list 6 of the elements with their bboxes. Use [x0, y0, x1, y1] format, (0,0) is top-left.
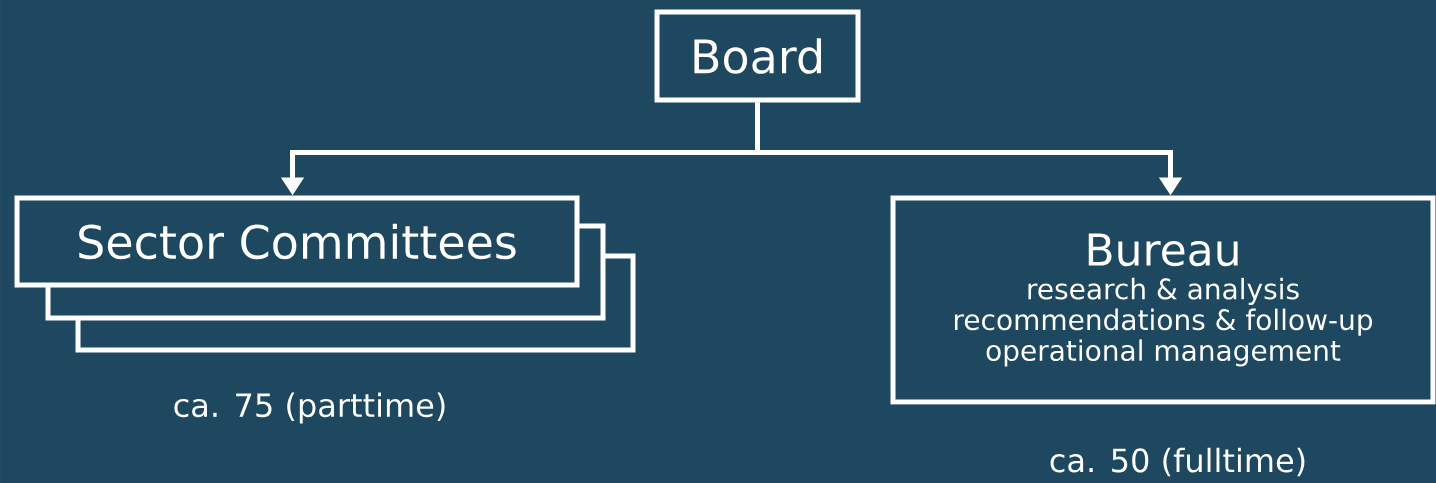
stacked-box: Sector Committees: [14, 195, 636, 353]
box: Board: [654, 9, 861, 103]
node-label: Sector Committees: [79, 223, 516, 260]
caption-text: ca. 75 (parttime): [174, 392, 445, 424]
box: Bureau research & analysis recommendations & follow-up operational management: [890, 195, 1436, 405]
caption-text: ca. 50 (fulltime): [1050, 447, 1305, 477]
